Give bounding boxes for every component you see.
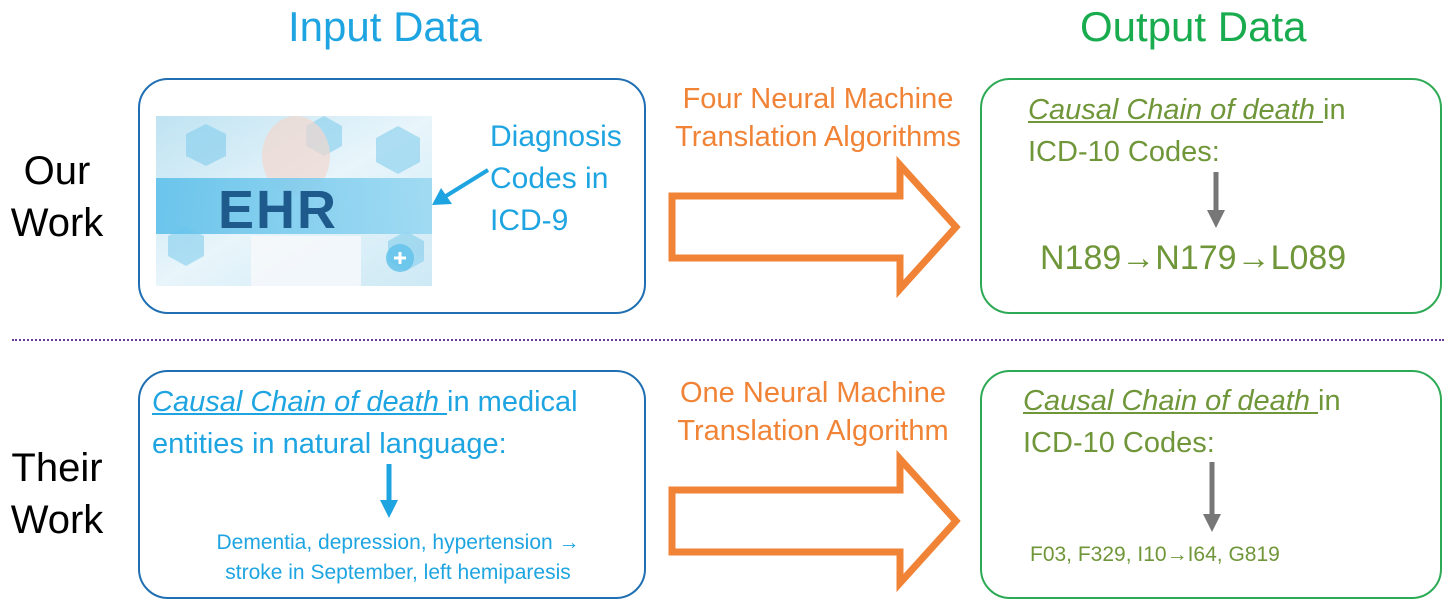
causal-chain-underlined: Causal Chain of death	[1028, 94, 1324, 126]
algorithm-label-line: Translation Algorithm	[677, 415, 949, 447]
their-input-example: Dementia, depression, hypertension → str…	[168, 528, 628, 588]
causal-chain-underlined: Causal Chain of death	[152, 386, 448, 418]
output-data-header: Output Data	[1080, 3, 1307, 50]
their-input-box	[138, 370, 646, 599]
input-data-header: Input Data	[288, 3, 482, 50]
their-output-title: Causal Chain of death in ICD-10 Codes:	[1023, 380, 1341, 464]
their-output-chain: F03, F329, I10→I64, G819	[1030, 543, 1280, 566]
row-label-line: Work	[10, 498, 104, 542]
down-arrow-icon	[1203, 462, 1221, 532]
our-output-box	[980, 78, 1442, 314]
ehr-image-text: EHR	[218, 180, 338, 240]
causal-chain-underlined: Causal Chain of death	[1023, 385, 1319, 417]
big-arrow-icon-our	[668, 155, 961, 299]
our-algorithm-label: Four Neural Machine Translation Algorith…	[648, 80, 988, 156]
diagnosis-line: ICD-9	[490, 204, 569, 237]
algorithm-label-line: Translation Algorithms	[675, 121, 961, 153]
diagnosis-line: Diagnosis	[490, 120, 622, 153]
natural-language-label: entities in natural language:	[152, 428, 507, 460]
row-label-their-work: Their Work	[0, 442, 132, 546]
down-arrow-icon	[1207, 172, 1225, 228]
icd10-codes-label: ICD-10 Codes:	[1023, 427, 1215, 459]
our-output-chain: N189→N179→L089	[1040, 239, 1347, 277]
algorithm-label-line: One Neural Machine	[680, 377, 946, 409]
row-label-line: Our	[23, 149, 91, 193]
their-input-title: Causal Chain of death in medical entitie…	[152, 381, 578, 465]
row-label-our-work: Our Work	[0, 145, 132, 249]
row-label-line: Their	[11, 446, 103, 490]
row-divider	[12, 339, 1444, 341]
down-arrow-icon	[380, 464, 398, 518]
icd10-codes-label: ICD-10 Codes:	[1028, 136, 1220, 168]
their-algorithm-label: One Neural Machine Translation Algorithm	[643, 374, 983, 450]
causal-chain-rest: in	[1318, 385, 1341, 417]
algorithm-label-line: Four Neural Machine	[682, 83, 954, 115]
pointer-arrow-icon	[432, 168, 490, 205]
ehr-image: EHR	[156, 116, 432, 286]
causal-chain-rest: in	[1323, 94, 1346, 126]
causal-chain-rest: in medical	[447, 386, 578, 418]
row-label-line: Work	[10, 201, 104, 245]
example-line: Dementia, depression, hypertension →	[216, 531, 580, 554]
big-arrow-icon-their	[668, 449, 961, 593]
our-output-title: Causal Chain of death in ICD-10 Codes:	[1028, 89, 1346, 173]
diagnosis-line: Codes in	[490, 162, 609, 195]
example-line: stroke in September, left hemiparesis	[225, 561, 571, 584]
diagnosis-codes-text: Diagnosis Codes in ICD-9	[490, 116, 622, 242]
